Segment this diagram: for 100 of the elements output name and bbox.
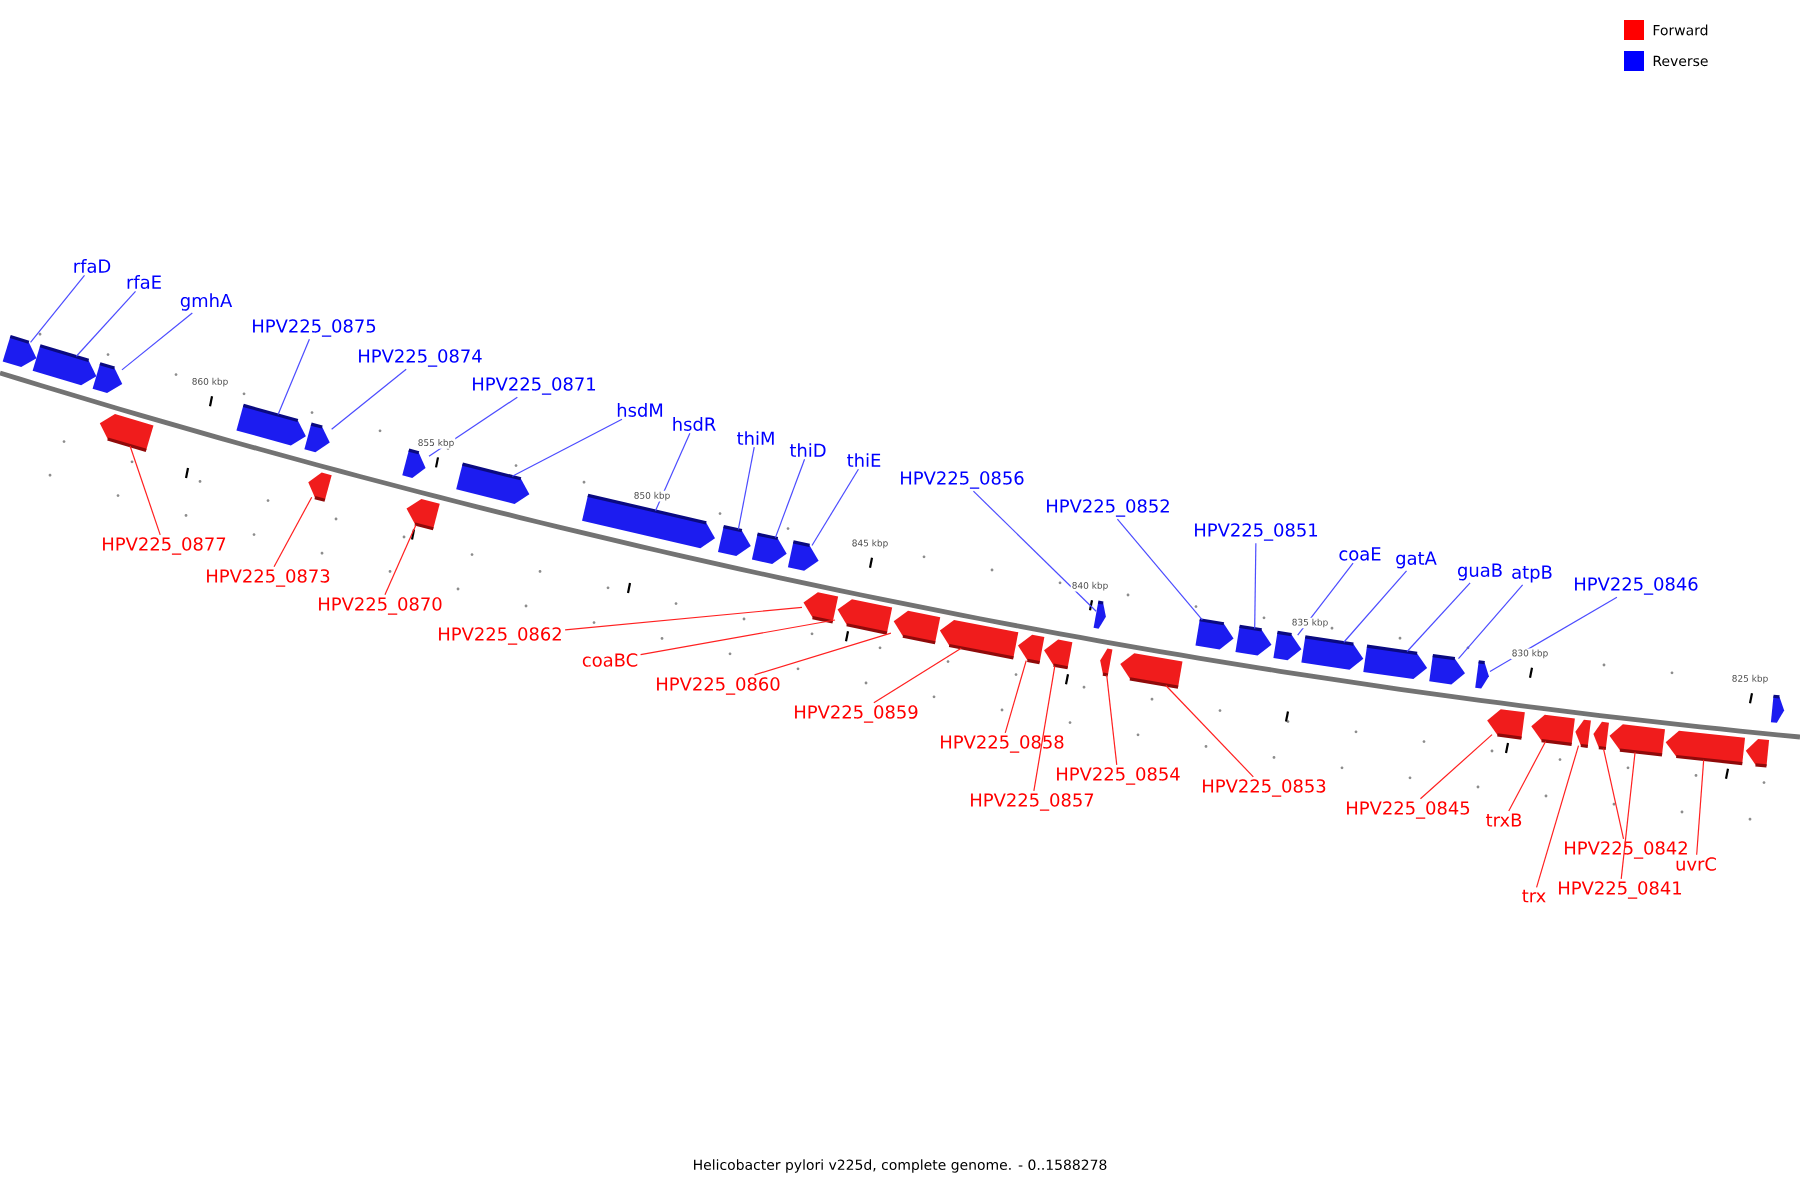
leader-line [639, 619, 836, 656]
leader-line [1602, 748, 1625, 840]
leader-line [873, 647, 962, 704]
gene-block [1575, 719, 1591, 748]
gene-block [717, 525, 751, 557]
leader-line [277, 338, 310, 416]
leader-line [774, 458, 806, 539]
leader-line [654, 432, 691, 512]
gene-block [803, 592, 839, 624]
gene-block [1487, 709, 1525, 740]
leader-line [1116, 518, 1203, 621]
leader-line [1620, 751, 1636, 880]
gene-block [1429, 654, 1465, 685]
leader-line [1004, 659, 1027, 734]
gene-block [893, 610, 941, 645]
gene-label: HPV225_0858 [941, 735, 1064, 753]
leader-line [511, 418, 623, 477]
gene-label: HPV225_0841 [1559, 881, 1681, 899]
gene-label: HPV225_0859 [795, 705, 918, 723]
leader-line [331, 368, 407, 430]
leader-line [75, 290, 137, 357]
gene-label: thiM [737, 431, 774, 445]
gene-block [1235, 624, 1272, 656]
gene-label: HPV225_0852 [1047, 499, 1169, 517]
gene-label: thiE [847, 453, 881, 467]
gene-block [1475, 660, 1489, 689]
gene-block [1745, 738, 1770, 768]
gene-label: HPV225_0875 [253, 319, 376, 337]
leader-line [1535, 745, 1580, 888]
gene-label: HPV225_0857 [971, 793, 1094, 811]
gene-block [92, 362, 123, 393]
gene-label: HPV225_0862 [439, 627, 561, 645]
gene-block [1593, 721, 1609, 751]
gene-block [787, 540, 819, 571]
gene-block [99, 414, 154, 452]
gene-label: gmhA [180, 293, 233, 311]
gene-label: HPV225_0874 [359, 349, 482, 367]
gene-block [304, 422, 330, 453]
leader-line [1297, 562, 1354, 636]
gene-label: HPV225_0870 [319, 597, 442, 615]
leader-line [1343, 570, 1408, 643]
gene-label: HPV225_0856 [901, 471, 1024, 489]
gene-label: HPV225_0873 [207, 569, 330, 587]
leader-line [1489, 596, 1618, 672]
leader-line [1254, 542, 1257, 629]
leader-line [1106, 674, 1118, 766]
gene-block [406, 498, 440, 531]
gene-label: HPV225_0877 [103, 537, 226, 555]
leader-line [753, 632, 892, 676]
gene-label: thiD [789, 443, 826, 457]
leader-line [129, 445, 161, 536]
gene-label: trxB [1486, 813, 1522, 827]
gene-label: uvrC [1676, 857, 1716, 871]
gene-label: HPV225_0846 [1575, 577, 1698, 595]
gene-block [837, 599, 893, 635]
leader-line [1419, 734, 1493, 800]
gene-label: HPV225_0845 [1347, 801, 1470, 819]
gene-block [1093, 600, 1106, 629]
gene-label: HPV225_0860 [657, 677, 780, 695]
gene-block [308, 472, 332, 502]
leader-line [384, 524, 417, 596]
gene-label: hsdM [617, 403, 663, 417]
gene-label: trx [1522, 889, 1546, 903]
gene-block [1120, 653, 1183, 689]
leader-line [1406, 582, 1471, 653]
gene-block [402, 448, 426, 478]
gene-block [1273, 630, 1302, 661]
gene-label: HPV225_0871 [473, 377, 596, 395]
gene-label: HPV225_0853 [1203, 779, 1326, 797]
leader-line [564, 606, 803, 631]
gene-block [1100, 648, 1113, 677]
gene-label: HPV225_0842 [1565, 841, 1687, 859]
leader-line [1457, 584, 1524, 660]
gene-block [1017, 634, 1045, 665]
gene-label: rfaE [127, 275, 161, 289]
gene-block [582, 493, 715, 549]
gene-block [1770, 694, 1785, 723]
gene-block [456, 462, 530, 504]
gene-block [1044, 639, 1073, 670]
gene-block [2, 335, 37, 368]
leader-line [273, 496, 313, 568]
leader-line [1696, 759, 1705, 856]
gene-label: atpB [1512, 565, 1552, 583]
gene-block [751, 532, 787, 564]
gene-label: coaBC [582, 653, 638, 667]
gene-block [1195, 618, 1234, 650]
gene-label: HPV225_0854 [1057, 767, 1180, 785]
gene-label: HPV225_0851 [1195, 523, 1317, 541]
gene-label: gatA [1396, 551, 1437, 569]
leader-line [29, 274, 86, 343]
leader-line [737, 446, 755, 531]
leader-line [972, 490, 1097, 612]
gene-label: hsdR [673, 417, 716, 431]
gene-label: guaB [1458, 563, 1502, 581]
gene-label: coaE [1339, 547, 1381, 561]
gene-label: rfaD [74, 259, 111, 273]
leader-line [121, 312, 193, 371]
leader-line [1033, 665, 1056, 792]
leader-line [1165, 684, 1254, 778]
leader-line [1508, 740, 1547, 812]
